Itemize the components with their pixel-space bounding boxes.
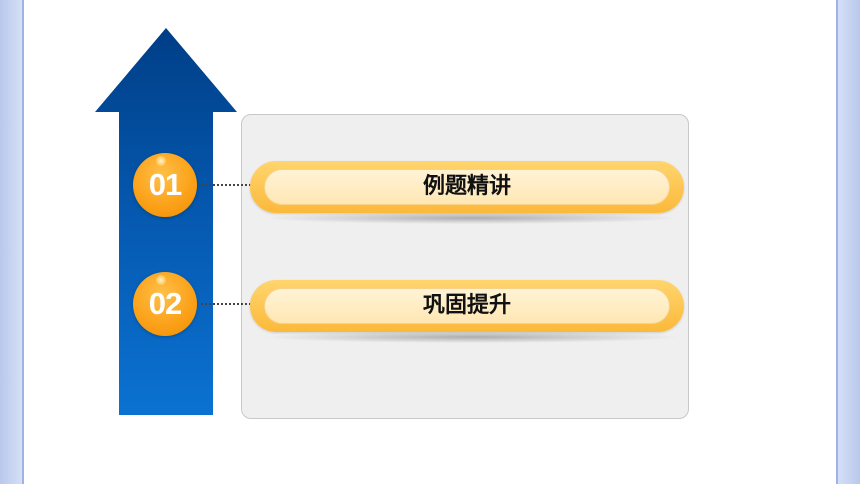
left-border-bar	[0, 0, 24, 484]
badge-number: 01	[148, 167, 182, 202]
menu-item-label: 例题精讲	[422, 174, 511, 199]
right-border-bar	[836, 0, 860, 484]
menu-item-02[interactable]: 巩固提升	[250, 280, 684, 332]
pill-inner	[264, 288, 670, 324]
pill-shadow-01	[267, 212, 677, 224]
badge-glint	[156, 156, 166, 166]
badge-01: 01	[133, 153, 197, 217]
pill-inner	[264, 169, 670, 205]
menu-item-label: 巩固提升	[422, 293, 511, 318]
badge-glint	[156, 275, 166, 285]
badge-number: 02	[148, 286, 182, 321]
badge-02: 02	[133, 272, 197, 336]
menu-panel	[241, 114, 689, 419]
pill-shadow-02	[267, 331, 677, 343]
menu-item-01[interactable]: 例题精讲	[250, 161, 684, 213]
up-arrow-icon	[95, 28, 237, 415]
